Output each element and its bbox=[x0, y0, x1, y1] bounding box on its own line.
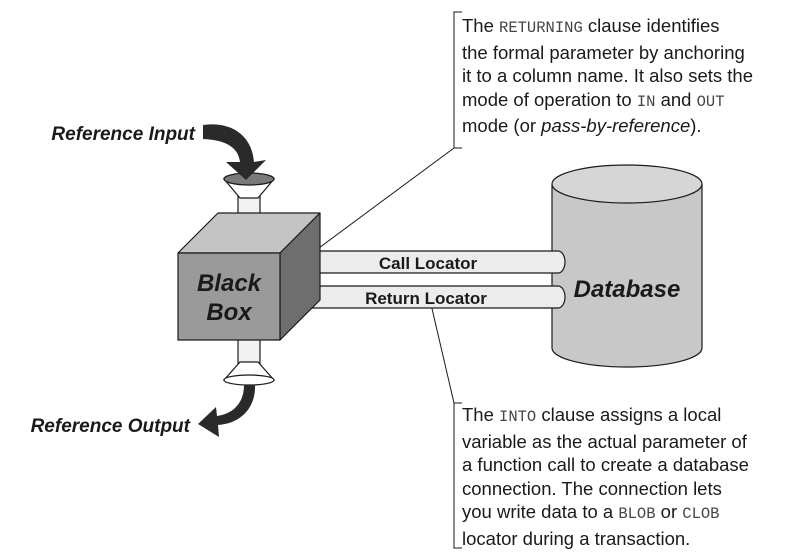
output-funnel bbox=[222, 332, 276, 386]
callout-bracket-top bbox=[453, 11, 462, 149]
reference-input-label: Reference Input bbox=[51, 124, 195, 145]
note-bottom-line-4: connection. The connection lets bbox=[462, 477, 722, 499]
reference-output-label: Reference Output bbox=[31, 416, 191, 437]
database-label: Database bbox=[574, 276, 681, 303]
note-bottom-line-1: The INTO clause assigns a local bbox=[462, 404, 722, 426]
callout-leader-top bbox=[299, 147, 455, 263]
reference-output-arrow bbox=[198, 385, 256, 437]
code-in: IN bbox=[636, 92, 656, 111]
pass-by-reference-term: pass-by-reference bbox=[541, 115, 691, 136]
reference-input-arrow bbox=[203, 124, 266, 180]
into-clause-note: The INTO clause assigns a local variable… bbox=[462, 403, 806, 550]
note-top-line-3: it to a column name. It also sets the bbox=[462, 65, 754, 86]
note-bottom-line-2: variable as the actual parameter of bbox=[462, 430, 747, 452]
callout-bracket-bottom bbox=[453, 402, 462, 549]
note-top-line-2: the formal parameter by anchoring bbox=[462, 41, 745, 63]
callout-lines bbox=[299, 11, 462, 549]
note-bottom-line-5: you write data to a BLOB or CLOB bbox=[462, 501, 720, 523]
code-out: OUT bbox=[696, 92, 725, 111]
code-clob: CLOB bbox=[682, 505, 720, 523]
callout-leader-bottom bbox=[429, 299, 455, 404]
note-top-line-4: mode of operation to IN and OUT bbox=[462, 88, 725, 111]
black-box-cube bbox=[177, 212, 321, 341]
database-cylinder bbox=[551, 164, 703, 368]
returning-clause-note: The RETURNING clause identifies the form… bbox=[462, 14, 802, 138]
note-bottom-line-3: a function call to create a database bbox=[462, 454, 749, 475]
note-top-line-5: mode (or pass-by-reference). bbox=[462, 115, 702, 136]
code-into: INTO bbox=[499, 408, 537, 426]
black-box-label-line2: Box bbox=[206, 299, 253, 326]
black-box-label-line1: Black bbox=[197, 270, 263, 297]
call-locator-label: Call Locator bbox=[379, 254, 478, 273]
return-locator-label: Return Locator bbox=[365, 289, 487, 308]
code-returning: RETURNING bbox=[499, 19, 583, 37]
note-bottom-line-6: locator during a transaction. bbox=[462, 527, 691, 549]
cube-front-face bbox=[177, 252, 281, 341]
code-blob: BLOB bbox=[618, 505, 656, 523]
note-top-line-1: The RETURNING clause identifies bbox=[462, 15, 720, 37]
